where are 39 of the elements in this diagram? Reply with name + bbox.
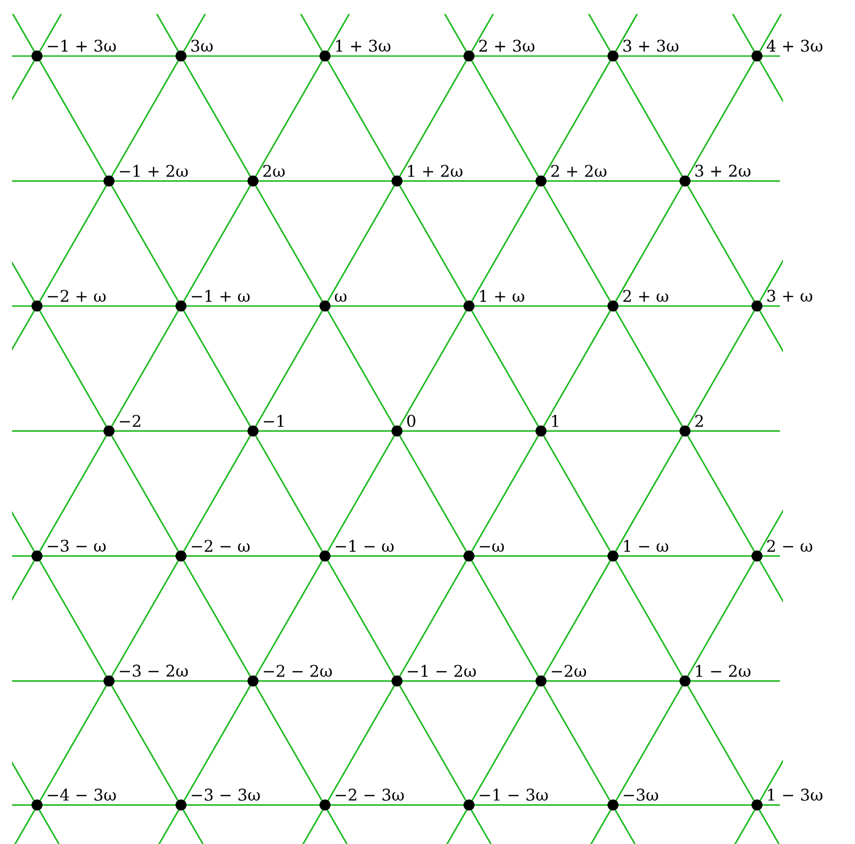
- point-label: 3 + 2ω: [695, 164, 750, 177]
- point-label: −1 + 3ω: [48, 40, 116, 52]
- point-label: −2 − 3ω: [336, 788, 404, 801]
- point-label: 1 + 3ω: [336, 40, 390, 52]
- point-label: −1 + 2ω: [120, 164, 188, 177]
- point-label: −3ω: [624, 788, 658, 801]
- point-label: ω: [334, 293, 346, 302]
- point-label: 1 − 2ω: [696, 664, 750, 677]
- point-label: 1 − 3ω: [768, 788, 822, 801]
- point-label: 1 − ω: [624, 540, 668, 552]
- point-label: −2 − ω: [192, 540, 250, 552]
- point-label: −3 − 3ω: [192, 788, 260, 801]
- point-label: 2 + 2ω: [551, 164, 606, 177]
- point-label: 4 + 3ω: [766, 40, 822, 52]
- point-label: 2 + 3ω: [479, 40, 534, 52]
- point-label: 3 + ω: [767, 290, 812, 302]
- point-label: 3ω: [191, 40, 213, 52]
- point-label: 0: [407, 414, 416, 427]
- point-label: −1: [264, 414, 284, 427]
- point-label: 3 + 3ω: [623, 40, 678, 52]
- point-label: 2 − ω: [767, 540, 812, 552]
- point-label: −3 − ω: [48, 540, 106, 552]
- point-label: −1 − ω: [336, 540, 394, 552]
- point-label: 2: [695, 414, 703, 427]
- point-label: 1 + 2ω: [408, 164, 462, 177]
- point-label: −1 + ω: [192, 290, 250, 302]
- point-label: 1 + ω: [480, 290, 524, 302]
- point-label: 2 + ω: [623, 290, 668, 302]
- point-label: 1: [552, 414, 558, 427]
- point-label: −4 − 3ω: [48, 788, 116, 801]
- point-label: −ω: [480, 543, 504, 552]
- point-label: −2 + ω: [48, 290, 106, 302]
- point-label: 2ω: [263, 164, 285, 177]
- point-label: −1 − 3ω: [480, 788, 548, 801]
- point-label: −1 − 2ω: [408, 664, 476, 677]
- point-label: −2 − 2ω: [264, 664, 332, 677]
- point-label: −2: [120, 414, 140, 427]
- point-label: −3 − 2ω: [120, 664, 188, 677]
- point-label: −2ω: [552, 664, 586, 677]
